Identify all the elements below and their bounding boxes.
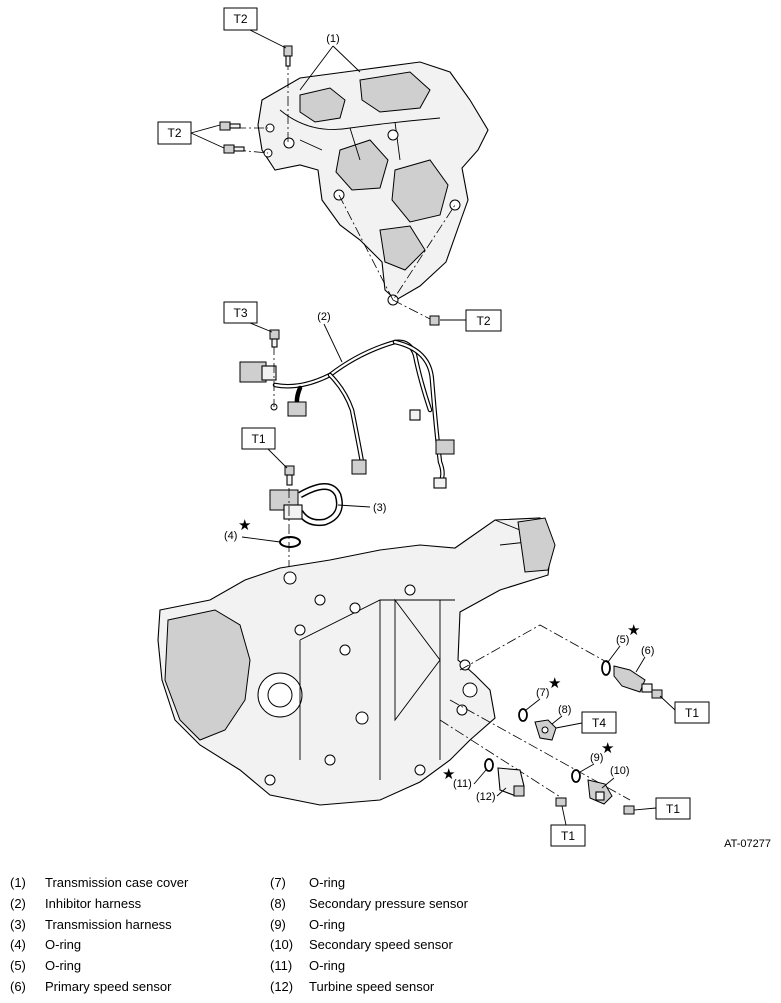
legend-text: O-ring xyxy=(45,958,82,973)
bolt-t1-right-upper xyxy=(651,689,663,699)
legend-text: O-ring xyxy=(309,958,346,973)
o-ring-11 xyxy=(484,758,494,772)
star-11: ★ xyxy=(442,765,455,783)
inhibitor-harness xyxy=(239,339,455,489)
diagram-code: AT-07277 xyxy=(724,838,771,850)
legend-number: (7) xyxy=(270,875,286,890)
torque-label-t2-left: T2 xyxy=(167,126,181,140)
legend-number: (9) xyxy=(270,917,286,932)
transmission-case xyxy=(157,517,556,806)
torque-box-t1-bottom xyxy=(550,824,586,847)
callout-3: (3) xyxy=(373,502,386,514)
torque-label-t1-right-lower: T1 xyxy=(666,802,680,816)
torque-label-t1-bottom: T1 xyxy=(561,829,575,843)
torque-box-t2-right xyxy=(465,309,502,332)
secondary-pressure-sensor xyxy=(534,719,557,741)
torque-box-t4 xyxy=(581,711,617,734)
legend-number: (2) xyxy=(10,896,26,911)
o-ring-9 xyxy=(571,769,581,783)
callout-4: (4) xyxy=(224,530,237,542)
torque-label-t2-right: T2 xyxy=(476,314,490,328)
legend-text: Primary speed sensor xyxy=(45,979,172,994)
bolt-t3 xyxy=(269,329,280,348)
star-9: ★ xyxy=(601,739,614,757)
legend-number: (8) xyxy=(270,896,286,911)
callout-12: (12) xyxy=(476,791,496,803)
torque-box-t3 xyxy=(223,301,258,324)
legend-text: Transmission harness xyxy=(45,917,172,932)
callout-1: (1) xyxy=(326,33,339,45)
legend-number: (4) xyxy=(10,937,26,952)
callout-2: (2) xyxy=(317,311,330,323)
torque-box-t1-right-lower xyxy=(655,797,691,820)
primary-speed-sensor xyxy=(613,665,653,693)
bolt-t2-right xyxy=(429,315,440,326)
legend-number: (6) xyxy=(10,979,26,994)
legend-text: Secondary speed sensor xyxy=(309,937,453,952)
torque-box-t1-right-upper xyxy=(674,701,710,724)
star-7: ★ xyxy=(548,674,561,692)
legend-number: (10) xyxy=(270,937,294,952)
callout-8: (8) xyxy=(558,704,571,716)
legend-text: O-ring xyxy=(45,937,82,952)
secondary-speed-sensor xyxy=(587,779,613,805)
bolts-t2-left xyxy=(219,121,245,154)
torque-label-t4: T4 xyxy=(592,716,606,730)
transmission-case-cover xyxy=(257,61,489,306)
legend-number: (1) xyxy=(10,875,26,890)
legend-text: Secondary pressure sensor xyxy=(309,896,468,911)
star-4: ★ xyxy=(238,516,251,534)
callout-10: (10) xyxy=(610,765,630,777)
legend-number: (11) xyxy=(270,958,293,973)
bolt-t1-top xyxy=(284,465,295,486)
legend-text: O-ring xyxy=(309,917,346,932)
bolt-t1-bottom xyxy=(555,797,567,807)
star-5: ★ xyxy=(627,621,640,639)
legend-text: O-ring xyxy=(309,875,346,890)
legend-number: (12) xyxy=(270,979,294,994)
legend-text: Turbine speed sensor xyxy=(309,979,435,994)
legend-text: Transmission case cover xyxy=(45,875,189,890)
torque-label-t2-top: T2 xyxy=(233,12,247,26)
bolt-t2-top xyxy=(283,45,293,67)
bolt-t1-right-lower xyxy=(623,805,635,815)
o-ring-5 xyxy=(601,660,611,676)
o-ring-4 xyxy=(279,536,301,548)
transmission-harness xyxy=(269,483,343,526)
torque-box-t2-top xyxy=(223,7,258,31)
torque-label-t1-top: T1 xyxy=(251,432,265,446)
exploded-view-diagram: T2 T2 T2 (1) T3 xyxy=(157,7,710,847)
o-ring-7 xyxy=(518,708,528,722)
legend-text: Inhibitor harness xyxy=(45,896,142,911)
callout-5: (5) xyxy=(616,634,629,646)
callout-6: (6) xyxy=(641,645,654,657)
callout-11: (11) xyxy=(453,778,472,790)
callout-9: (9) xyxy=(590,752,603,764)
torque-label-t1-right-upper: T1 xyxy=(685,706,699,720)
legend-number: (5) xyxy=(10,958,26,973)
torque-box-t1-top xyxy=(241,427,276,450)
legend-number: (3) xyxy=(10,917,26,932)
parts-legend: (1) Transmission case cover (2) Inhibito… xyxy=(0,873,781,998)
callout-7: (7) xyxy=(536,687,549,699)
torque-label-t3: T3 xyxy=(233,306,247,320)
